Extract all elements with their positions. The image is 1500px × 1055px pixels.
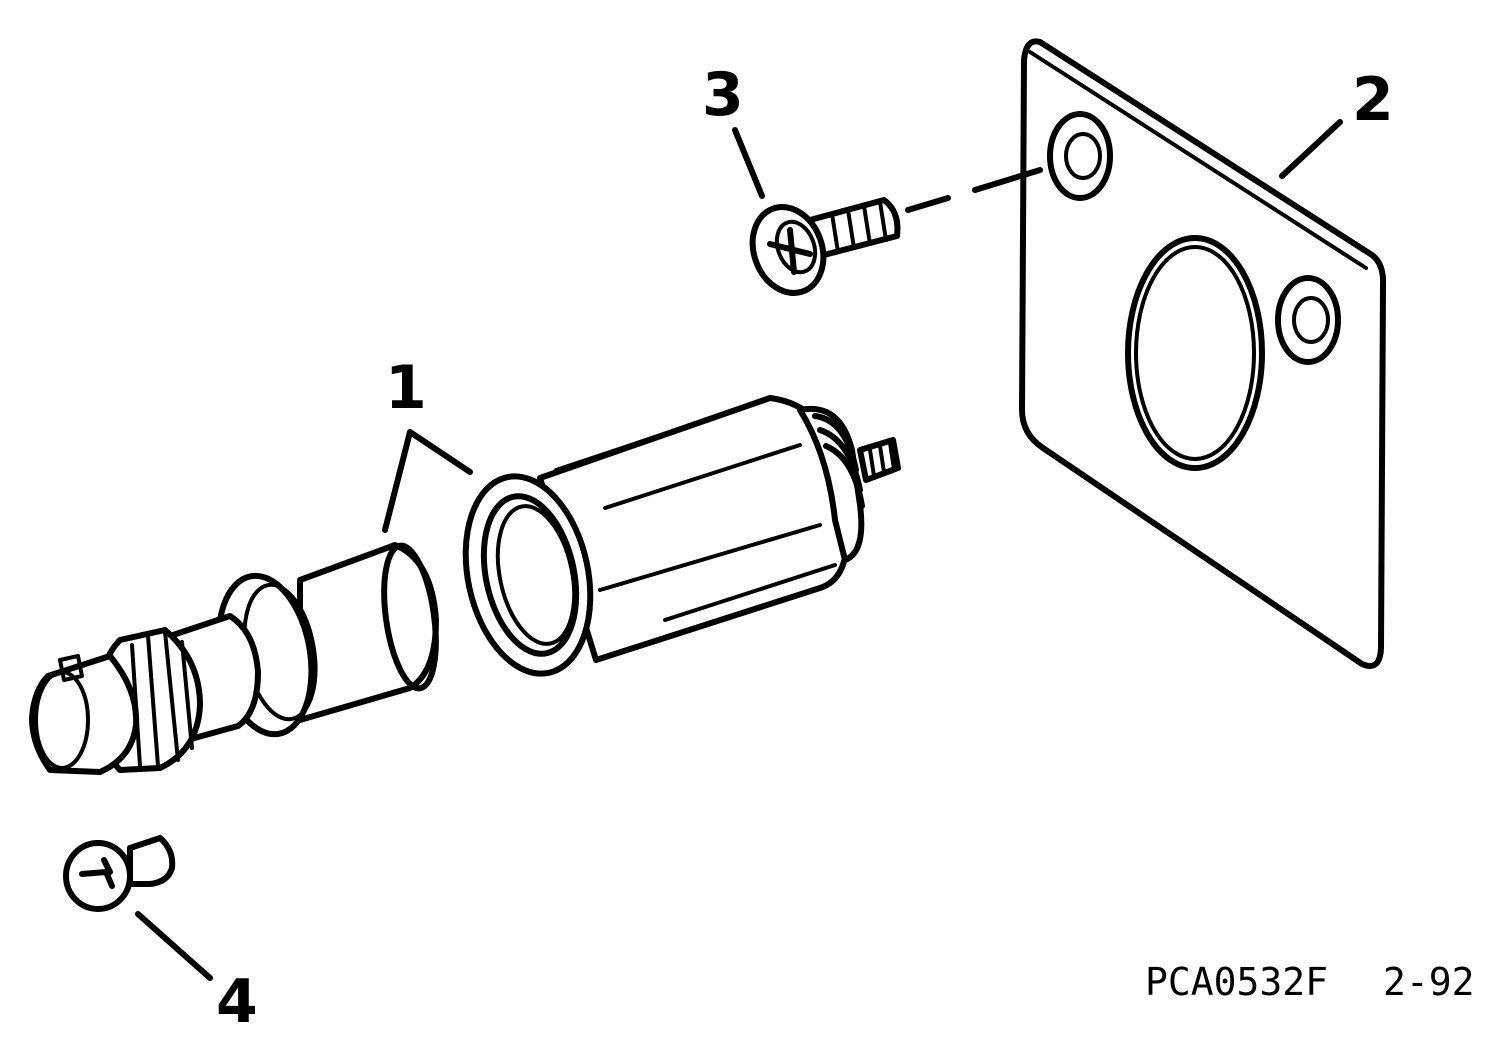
leader-line-4 (135, 911, 213, 981)
leader-line-2 (1279, 119, 1343, 179)
callout-4: 4 (216, 967, 258, 1037)
callout-2: 2 (1352, 65, 1394, 135)
callout-3: 3 (702, 60, 744, 130)
callout-1: 1 (385, 353, 427, 423)
lighter-plug (29, 542, 439, 775)
bulb (63, 835, 176, 912)
figure-code: PCA0532F (1145, 960, 1328, 1004)
lower-screw-hole (1275, 275, 1341, 365)
figure-date: 2-92 (1383, 960, 1475, 1004)
upper-screw-hole (1047, 111, 1113, 201)
leader-line-1 (382, 429, 473, 533)
leader-line-3 (732, 127, 765, 199)
bezel-plate (1019, 38, 1387, 669)
socket-housing (462, 395, 901, 677)
screw (749, 167, 1043, 296)
